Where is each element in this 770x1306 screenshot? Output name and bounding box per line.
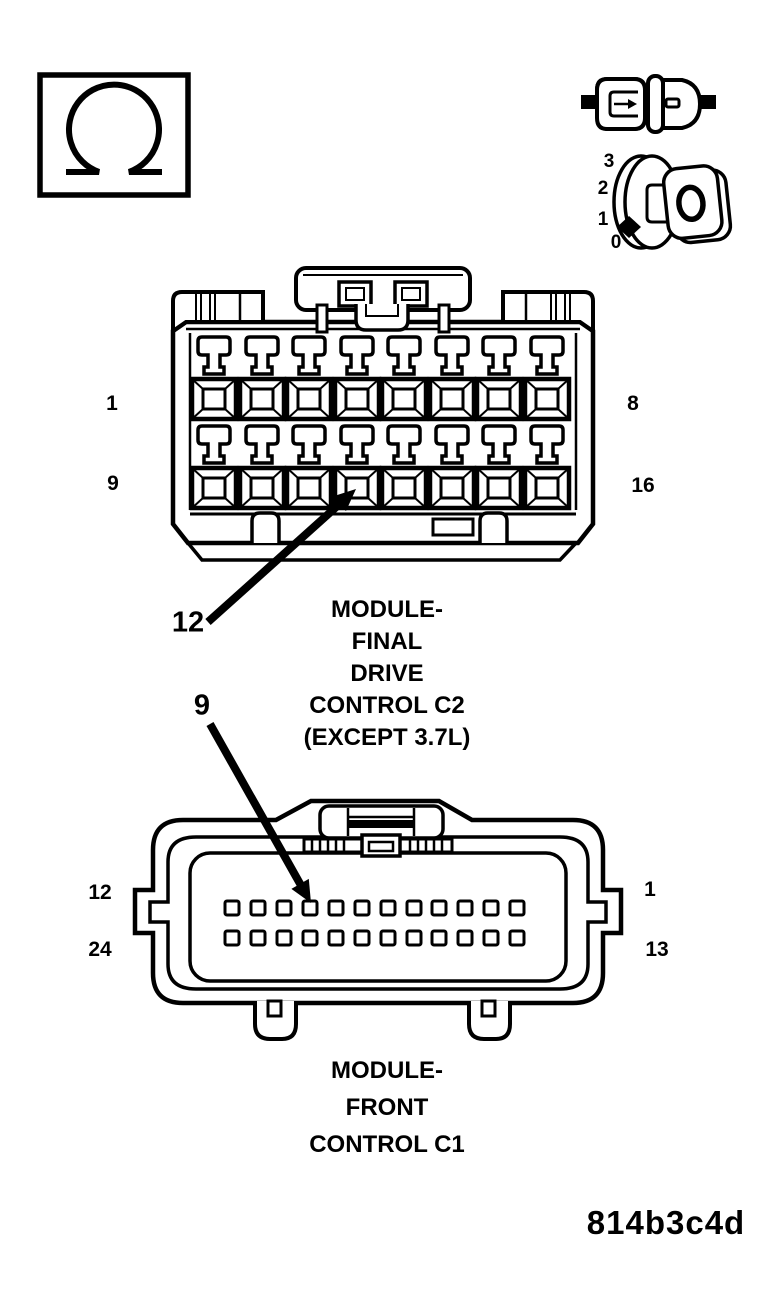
c2-connector-name: MODULE- FINAL DRIVE CONTROL C2 (EXCEPT 3…	[304, 594, 471, 754]
c2-pin-label-top-right: 8	[627, 392, 639, 415]
ignition-position-0: 0	[610, 232, 622, 253]
c2-pin-label-top-left: 1	[106, 392, 118, 415]
c2-pin-label-bottom-right: 16	[631, 474, 655, 497]
c2-callout-arrow	[205, 489, 356, 625]
c1-pin-label-bottom-right: 13	[645, 938, 669, 961]
c1-pin-label-top-left: 12	[88, 881, 112, 904]
wire-stub-left	[581, 95, 597, 109]
connector-disconnected-icon	[581, 74, 716, 134]
position-marker-diamond	[617, 216, 641, 238]
c1-connector-drawing	[132, 798, 624, 1041]
cap-half	[661, 78, 703, 130]
c2-callout-pin-number: 12	[171, 606, 205, 639]
c2-pin-label-bottom-left: 9	[107, 472, 119, 495]
ignition-position-3: 3	[603, 151, 615, 172]
c1-connector-name: MODULE- FRONT CONTROL C1	[309, 1052, 465, 1163]
c1-name-line: MODULE-	[331, 1057, 443, 1084]
c1-callout-pin-number: 9	[193, 689, 211, 722]
c1-name-line: FRONT	[345, 1094, 429, 1121]
c2-name-line: FINAL	[351, 628, 423, 655]
c2-name-line: CONTROL C2	[309, 692, 465, 719]
wire-stub-right	[700, 95, 716, 109]
ignition-position-1: 1	[597, 209, 609, 230]
ohm-symbol	[66, 81, 162, 175]
c2-connector-drawing	[170, 266, 596, 562]
c2-name-line: MODULE-	[331, 596, 443, 623]
key-hole	[676, 184, 706, 223]
ignition-position-2: 2	[597, 178, 609, 199]
c1-callout-arrow	[206, 722, 311, 903]
c2-name-line: (EXCEPT 3.7L)	[303, 724, 471, 751]
c1-name-line: CONTROL C1	[309, 1131, 465, 1158]
figure-code: 814b3c4d	[586, 1204, 746, 1241]
ignition-switch-icon	[612, 154, 733, 250]
c1-pin-label-bottom-left: 24	[88, 938, 112, 961]
key-head	[661, 164, 733, 245]
c1-pin-label-top-right: 1	[644, 878, 656, 901]
ohmmeter-icon	[37, 72, 191, 198]
c2-name-line: DRIVE	[350, 660, 424, 687]
latch-clip	[360, 833, 402, 858]
